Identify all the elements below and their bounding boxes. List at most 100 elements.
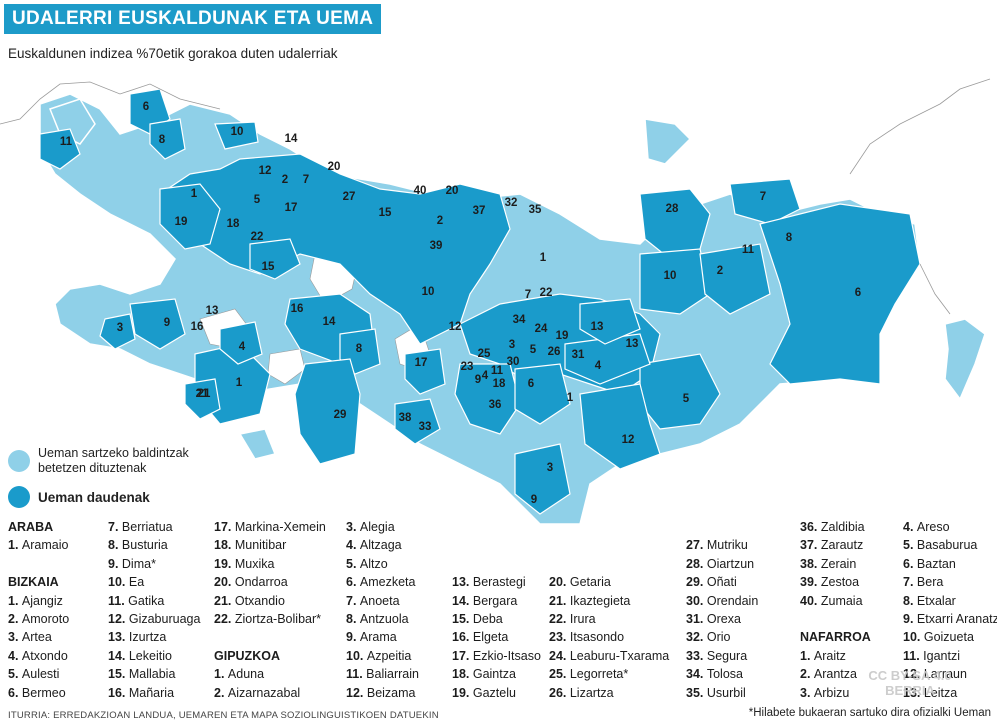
list-spacer xyxy=(452,555,541,573)
list-item-number: 5. xyxy=(8,667,22,682)
list-item-name: Gaintza xyxy=(472,667,516,682)
map-label: 17 xyxy=(285,202,298,214)
list-item-number: 1. xyxy=(8,593,22,608)
list-item-number: 22. xyxy=(214,611,235,626)
list-item: 21. Otxandio xyxy=(214,592,326,610)
list-item: 4. Altzaga xyxy=(346,536,419,554)
list-item-name: Beizama xyxy=(366,685,416,700)
map-label: 9 xyxy=(475,374,481,386)
region-dark-artea xyxy=(99,313,136,350)
map-label: 2 xyxy=(437,215,443,227)
list-item: 3. Artea xyxy=(8,628,69,646)
list-item-number: 21. xyxy=(549,593,570,608)
list-item-number: 37. xyxy=(800,538,821,553)
list-spacer xyxy=(214,628,326,646)
map-label: 1 xyxy=(540,252,547,264)
list-spacer xyxy=(549,518,669,536)
list-item: 8. Etxalar xyxy=(903,592,997,610)
map-label: 19 xyxy=(175,216,188,228)
list-item: 17. Ezkio-Itsaso xyxy=(452,647,541,665)
list-item: 35. Usurbil xyxy=(686,684,758,702)
list-item-name: Ezkio-Itsaso xyxy=(472,648,541,663)
outline-france xyxy=(849,78,991,175)
list-item: 3. Arbizu xyxy=(800,684,871,702)
list-item-name: Basaburua xyxy=(916,538,978,553)
list-item: 37. Zarautz xyxy=(800,536,871,554)
list-item: 7. Berriatua xyxy=(108,518,200,536)
list-item-name: Busturia xyxy=(121,538,168,553)
map-label: 6 xyxy=(855,287,861,299)
map-label: 20 xyxy=(446,185,459,197)
map-label: 9 xyxy=(164,317,170,329)
map-label: 26 xyxy=(548,346,561,358)
map-label: 37 xyxy=(473,205,486,217)
legend-eligible-swatch xyxy=(8,450,30,472)
list-item: 30. Orendain xyxy=(686,592,758,610)
map-label: 32 xyxy=(505,197,518,209)
map-label: 18 xyxy=(493,378,506,390)
list-item: 2. Aizarnazabal xyxy=(214,684,326,702)
map-label: 9 xyxy=(531,494,537,506)
list-item: 19. Muxika xyxy=(214,555,326,573)
list-item-name: Baliarrain xyxy=(366,667,419,682)
list-item-number: 9. xyxy=(903,611,917,626)
list-item-name: Tolosa xyxy=(706,667,743,682)
list-item-name: Bera xyxy=(916,575,944,590)
list-item: 11. Gatika xyxy=(108,592,200,610)
list-item-number: 6. xyxy=(8,685,22,700)
list-item-number: 4. xyxy=(8,648,22,663)
region-dark-amezketa xyxy=(514,363,571,425)
list-item: 5. Altzo xyxy=(346,555,419,573)
map-label: 34 xyxy=(513,314,526,326)
legend-member: Ueman daudenak xyxy=(8,486,150,508)
map-label: 17 xyxy=(415,357,428,369)
list-item-name: Amoroto xyxy=(21,611,70,626)
list-item-number: 13. xyxy=(903,685,924,700)
gap-4 xyxy=(267,348,306,385)
list-item-name: Oñati xyxy=(706,575,737,590)
list-item-name: Bergara xyxy=(472,593,518,608)
list-item-number: 32. xyxy=(686,630,707,645)
list-item-name: Elgeta xyxy=(472,630,509,645)
list-item-number: 13. xyxy=(108,630,129,645)
region-dark-arantza xyxy=(699,243,771,315)
list-item-name: Zestoa xyxy=(820,575,860,590)
list-item-name: Muxika xyxy=(234,556,275,571)
list-item: 10. Azpeitia xyxy=(346,647,419,665)
list-item-name: Itsasondo xyxy=(569,630,625,645)
map-label: 24 xyxy=(535,323,548,335)
subtitle: Euskaldunen indizea %70etik gorakoa dute… xyxy=(8,46,338,61)
map-label: 6 xyxy=(528,378,534,390)
list-item-number: 24. xyxy=(549,648,570,663)
list-item-number: 11. xyxy=(108,593,129,608)
map-label: 13 xyxy=(626,338,639,350)
list-item: 9. Arama xyxy=(346,628,419,646)
list-item-number: 19. xyxy=(214,556,235,571)
map-label: 2 xyxy=(717,265,723,277)
map-label: 33 xyxy=(419,421,432,433)
map-label: 10 xyxy=(664,270,677,282)
list-spacer xyxy=(8,555,69,573)
map-label: 10 xyxy=(422,286,435,298)
map-label: 30 xyxy=(507,356,520,368)
list-item-number: 31. xyxy=(686,611,707,626)
map-label: 12 xyxy=(259,165,272,177)
list-item-name: Artea xyxy=(21,630,52,645)
list-item: 15. Mallabia xyxy=(108,665,200,683)
list-item: 18. Munitibar xyxy=(214,536,326,554)
list-item: 36. Zaldibia xyxy=(800,518,871,536)
list-item: 28. Oiartzun xyxy=(686,555,758,573)
region-light-east-coast xyxy=(644,118,692,165)
list-item-number: 15. xyxy=(452,611,473,626)
list-item: 40. Zumaia xyxy=(800,592,871,610)
list-item-name: Lekeitio xyxy=(128,648,172,663)
list-item: 13. Izurtza xyxy=(108,628,200,646)
list-item-name: Markina-Xemein xyxy=(234,520,326,534)
list-item-name: Etxarri Aranatz xyxy=(916,611,997,626)
map-label: 8 xyxy=(786,232,793,244)
list-item-number: 9. xyxy=(346,630,360,645)
province-header: ARABA xyxy=(8,520,54,534)
list-item-name: Bermeo xyxy=(21,685,66,700)
